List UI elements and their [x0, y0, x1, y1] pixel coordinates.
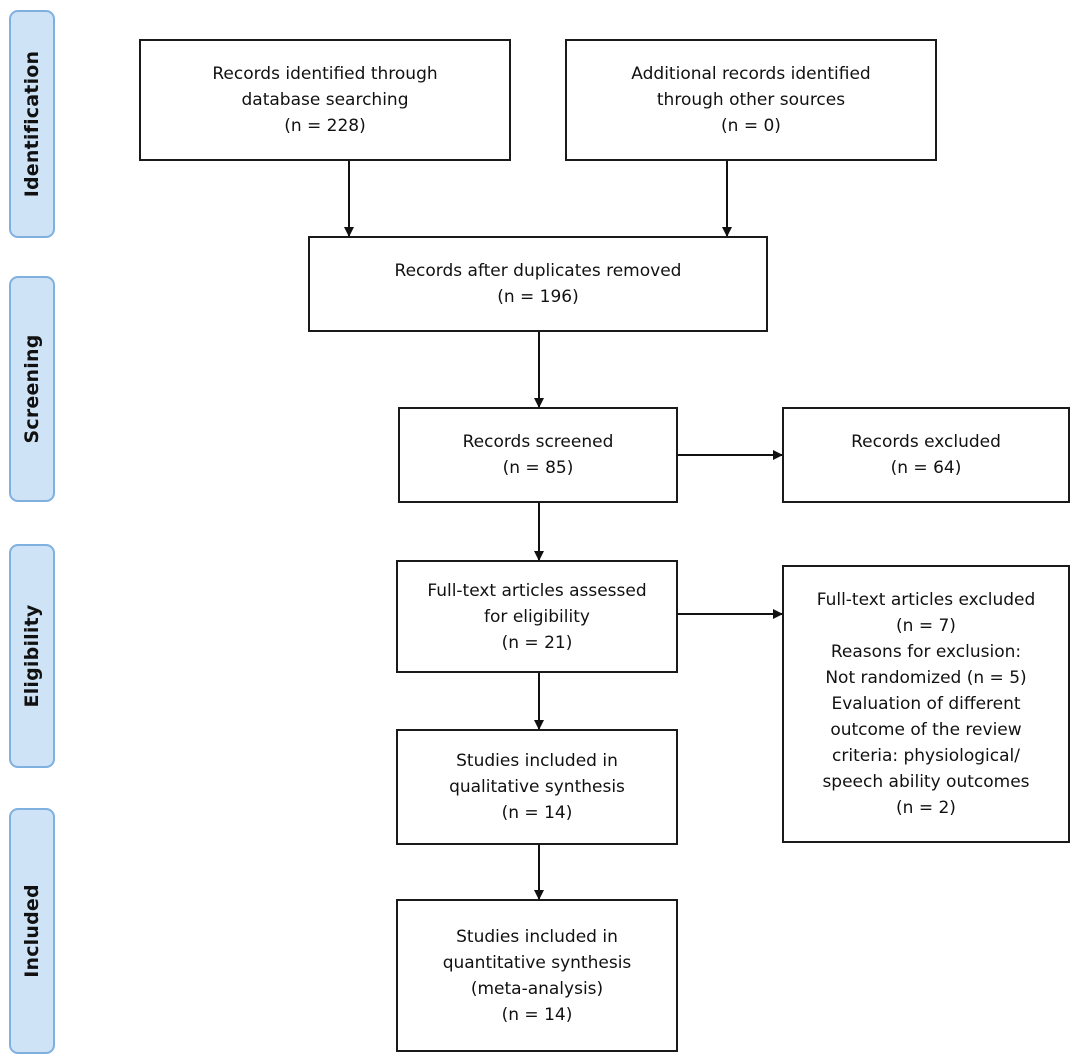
fulltext-excluded-line1: Full-text articles excluded [816, 590, 1036, 610]
fulltext-excluded-count1: (n = 7) [896, 616, 956, 636]
quantitative-count: (n = 14) [501, 1004, 573, 1025]
after-duplicates-line1: Records after duplicates removed [394, 261, 682, 281]
other-sources-line1: Additional records identified [631, 64, 871, 84]
db-search-count: (n = 228) [284, 116, 366, 136]
other-sources-count: (n = 0) [721, 116, 781, 136]
qualitative-count: (n = 14) [501, 803, 573, 823]
fulltext-assessed-count: (n = 21) [501, 632, 573, 653]
box-other-sources: Additional records identified through ot… [565, 39, 937, 161]
qualitative-line1: Studies included in [456, 751, 618, 771]
box-records-screened: Records screened (n = 85) [398, 407, 678, 503]
quantitative-line3: (meta-analysis) [470, 978, 604, 999]
fulltext-excluded-line6: criteria: physiological/ [832, 746, 1020, 766]
box-after-duplicates: Records after duplicates removed (n = 19… [308, 236, 768, 332]
stage-identification: Identification [9, 10, 55, 238]
db-search-line2: database searching [241, 90, 409, 110]
fulltext-excluded-count2: (n = 2) [896, 798, 956, 818]
box-qualitative-synthesis: Studies included in qualitative synthesi… [396, 729, 678, 845]
stage-screening: Screening [9, 276, 55, 502]
qualitative-line2: qualitative synthesis [449, 777, 625, 797]
box-fulltext-excluded: Full-text articles excluded (n = 7) Reas… [782, 565, 1070, 843]
box-database-searching: Records identified through database sear… [139, 39, 511, 161]
fulltext-assessed-line2: for eligibility [484, 606, 590, 627]
db-search-line1: Records identified through [212, 64, 438, 84]
fulltext-excluded-line3: Not randomized (n = 5) [825, 668, 1027, 688]
after-duplicates-count: (n = 196) [497, 287, 579, 307]
quantitative-line2: quantitative synthesis [442, 952, 632, 973]
stage-eligibility: Eligibility [9, 544, 55, 768]
box-quantitative-synthesis: Studies included in quantitative synthes… [396, 899, 678, 1052]
fulltext-excluded-line4: Evaluation of different [831, 694, 1021, 714]
other-sources-line2: through other sources [656, 90, 846, 110]
quantitative-line1: Studies included in [456, 926, 618, 947]
excluded-line1: Records excluded [851, 432, 1001, 452]
fulltext-excluded-line5: outcome of the review [830, 720, 1022, 740]
box-records-excluded: Records excluded (n = 64) [782, 407, 1070, 503]
stage-included: Included [9, 808, 55, 1054]
screened-count: (n = 85) [502, 458, 574, 478]
excluded-count: (n = 64) [890, 458, 962, 478]
screened-line1: Records screened [462, 432, 614, 452]
fulltext-excluded-line2: Reasons for exclusion: [830, 642, 1022, 662]
fulltext-assessed-line1: Full-text articles assessed [427, 580, 647, 601]
fulltext-excluded-line7: speech ability outcomes [822, 772, 1030, 792]
box-fulltext-assessed: Full-text articles assessed for eligibil… [396, 560, 678, 673]
